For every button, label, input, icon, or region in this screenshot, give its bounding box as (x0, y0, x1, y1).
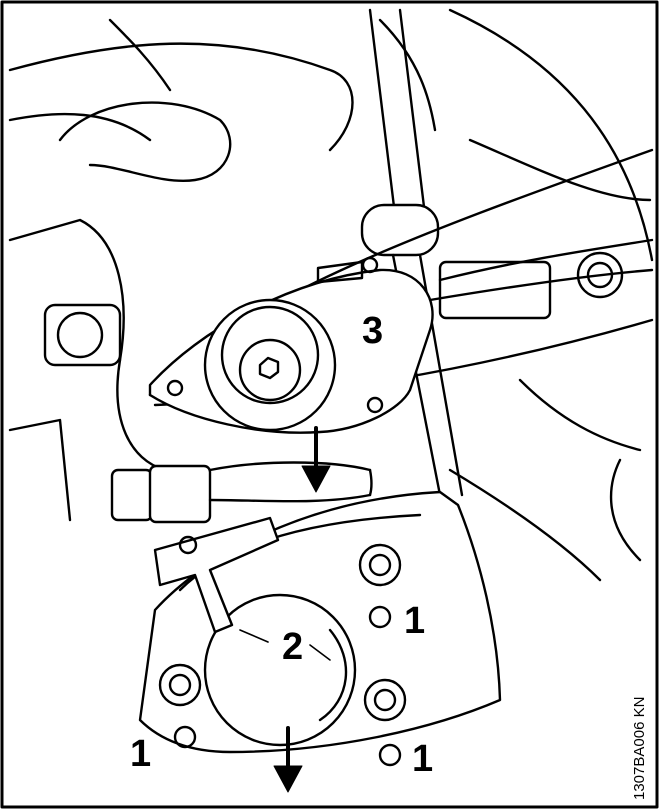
lever (153, 516, 280, 634)
callout-1-right: 1 (404, 600, 426, 642)
pivot-bracket (148, 256, 434, 434)
callout-1-left: 1 (130, 733, 152, 775)
vertical-pipe (360, 8, 464, 497)
background-body (8, 8, 654, 582)
cover-plate (138, 490, 502, 767)
callout-1-bottom: 1 (412, 738, 434, 780)
figure-code: 1307BA006 KN (631, 696, 648, 800)
callout-3: 3 (362, 310, 384, 352)
callout-2: 2 (282, 626, 304, 668)
removal-arrows (273, 426, 331, 793)
cable-connector (110, 461, 373, 524)
leader-lines (239, 629, 331, 661)
left-assembly (8, 218, 167, 522)
